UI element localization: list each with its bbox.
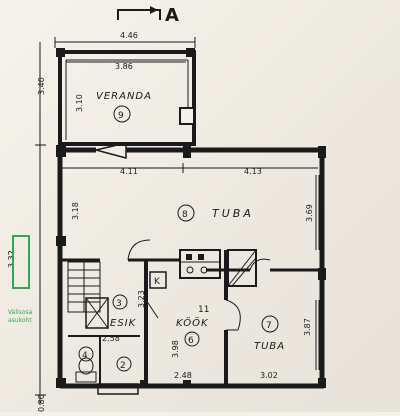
dimension-left: 3.40 3.32 0.80 (7, 42, 46, 412)
tuba-small-label: TUBA (254, 341, 285, 352)
section-marker: A (117, 5, 179, 26)
tuba-main-room: TUBA 8 (177, 204, 254, 222)
dim-right-mid: 3.69 (305, 204, 314, 222)
interior-walls (60, 239, 322, 386)
esik-number: 3 (116, 299, 122, 309)
dim-esik-height: 3.23 (137, 290, 146, 308)
kook-label: KÖÖK (176, 316, 209, 329)
esik-label: ESIK (110, 318, 137, 329)
stairs (67, 261, 109, 329)
tuba-main-number: 8 (182, 210, 188, 220)
annotation-line2: asukoht (8, 317, 32, 324)
dim-kook-height: 3.98 (171, 340, 180, 358)
dim-mid-right: 4.13 (244, 167, 262, 176)
annotation-line1: Välisosa (8, 309, 33, 316)
veranda-number: 9 (118, 111, 124, 121)
dim-top-label: 4.46 (120, 31, 138, 40)
section-marker-label: A (165, 5, 179, 26)
main-walls (56, 142, 326, 389)
tuba-main-label: TUBA (212, 207, 254, 220)
exterior-location-annotation: Välisosa asukoht (8, 235, 33, 324)
dim-mid-left: 4.11 (120, 167, 138, 176)
kook-room: 11 KÖÖK 6 3.98 2.48 (171, 305, 209, 380)
small-rooms: 4 2 (75, 346, 139, 395)
dim-left-bottom-label: 0.80 (37, 394, 46, 412)
stove-mark-label: K (154, 277, 161, 287)
dim-tuba-small-width: 3.02 (260, 371, 278, 380)
dim-left-mid: 3.18 (71, 202, 80, 220)
dim-left-lower-label: 3.32 (7, 250, 16, 268)
esik-room: 3.23 3 ESIK 2.58 (68, 290, 146, 386)
dim-veranda-side: 3.10 (75, 94, 84, 112)
dimension-mid: 4.11 4.13 3.18 3.69 (62, 163, 318, 222)
dim-tuba-small-height: 3.87 (303, 318, 312, 336)
dim-esik-width: 2.58 (102, 334, 120, 343)
dim-veranda-inner: 3.86 (115, 62, 133, 71)
dim-left-top-label: 3.40 (37, 77, 46, 95)
kook-marker: 11 (198, 305, 209, 315)
tuba-small-number: 7 (266, 321, 272, 331)
kook-number: 6 (188, 336, 194, 346)
veranda-room: 3.86 3.10 VERANDA 9 (56, 48, 196, 146)
room-2-number: 2 (120, 361, 126, 371)
exterior-location-box (12, 235, 30, 289)
dim-kook-width: 2.48 (174, 371, 192, 380)
dimension-top: 4.46 (54, 31, 196, 48)
tuba-small-room: 7 TUBA 3.87 3.02 (254, 315, 312, 380)
veranda-label: VERANDA (96, 91, 152, 102)
stove-block: K (149, 249, 257, 289)
room-4-number: 4 (82, 351, 88, 361)
